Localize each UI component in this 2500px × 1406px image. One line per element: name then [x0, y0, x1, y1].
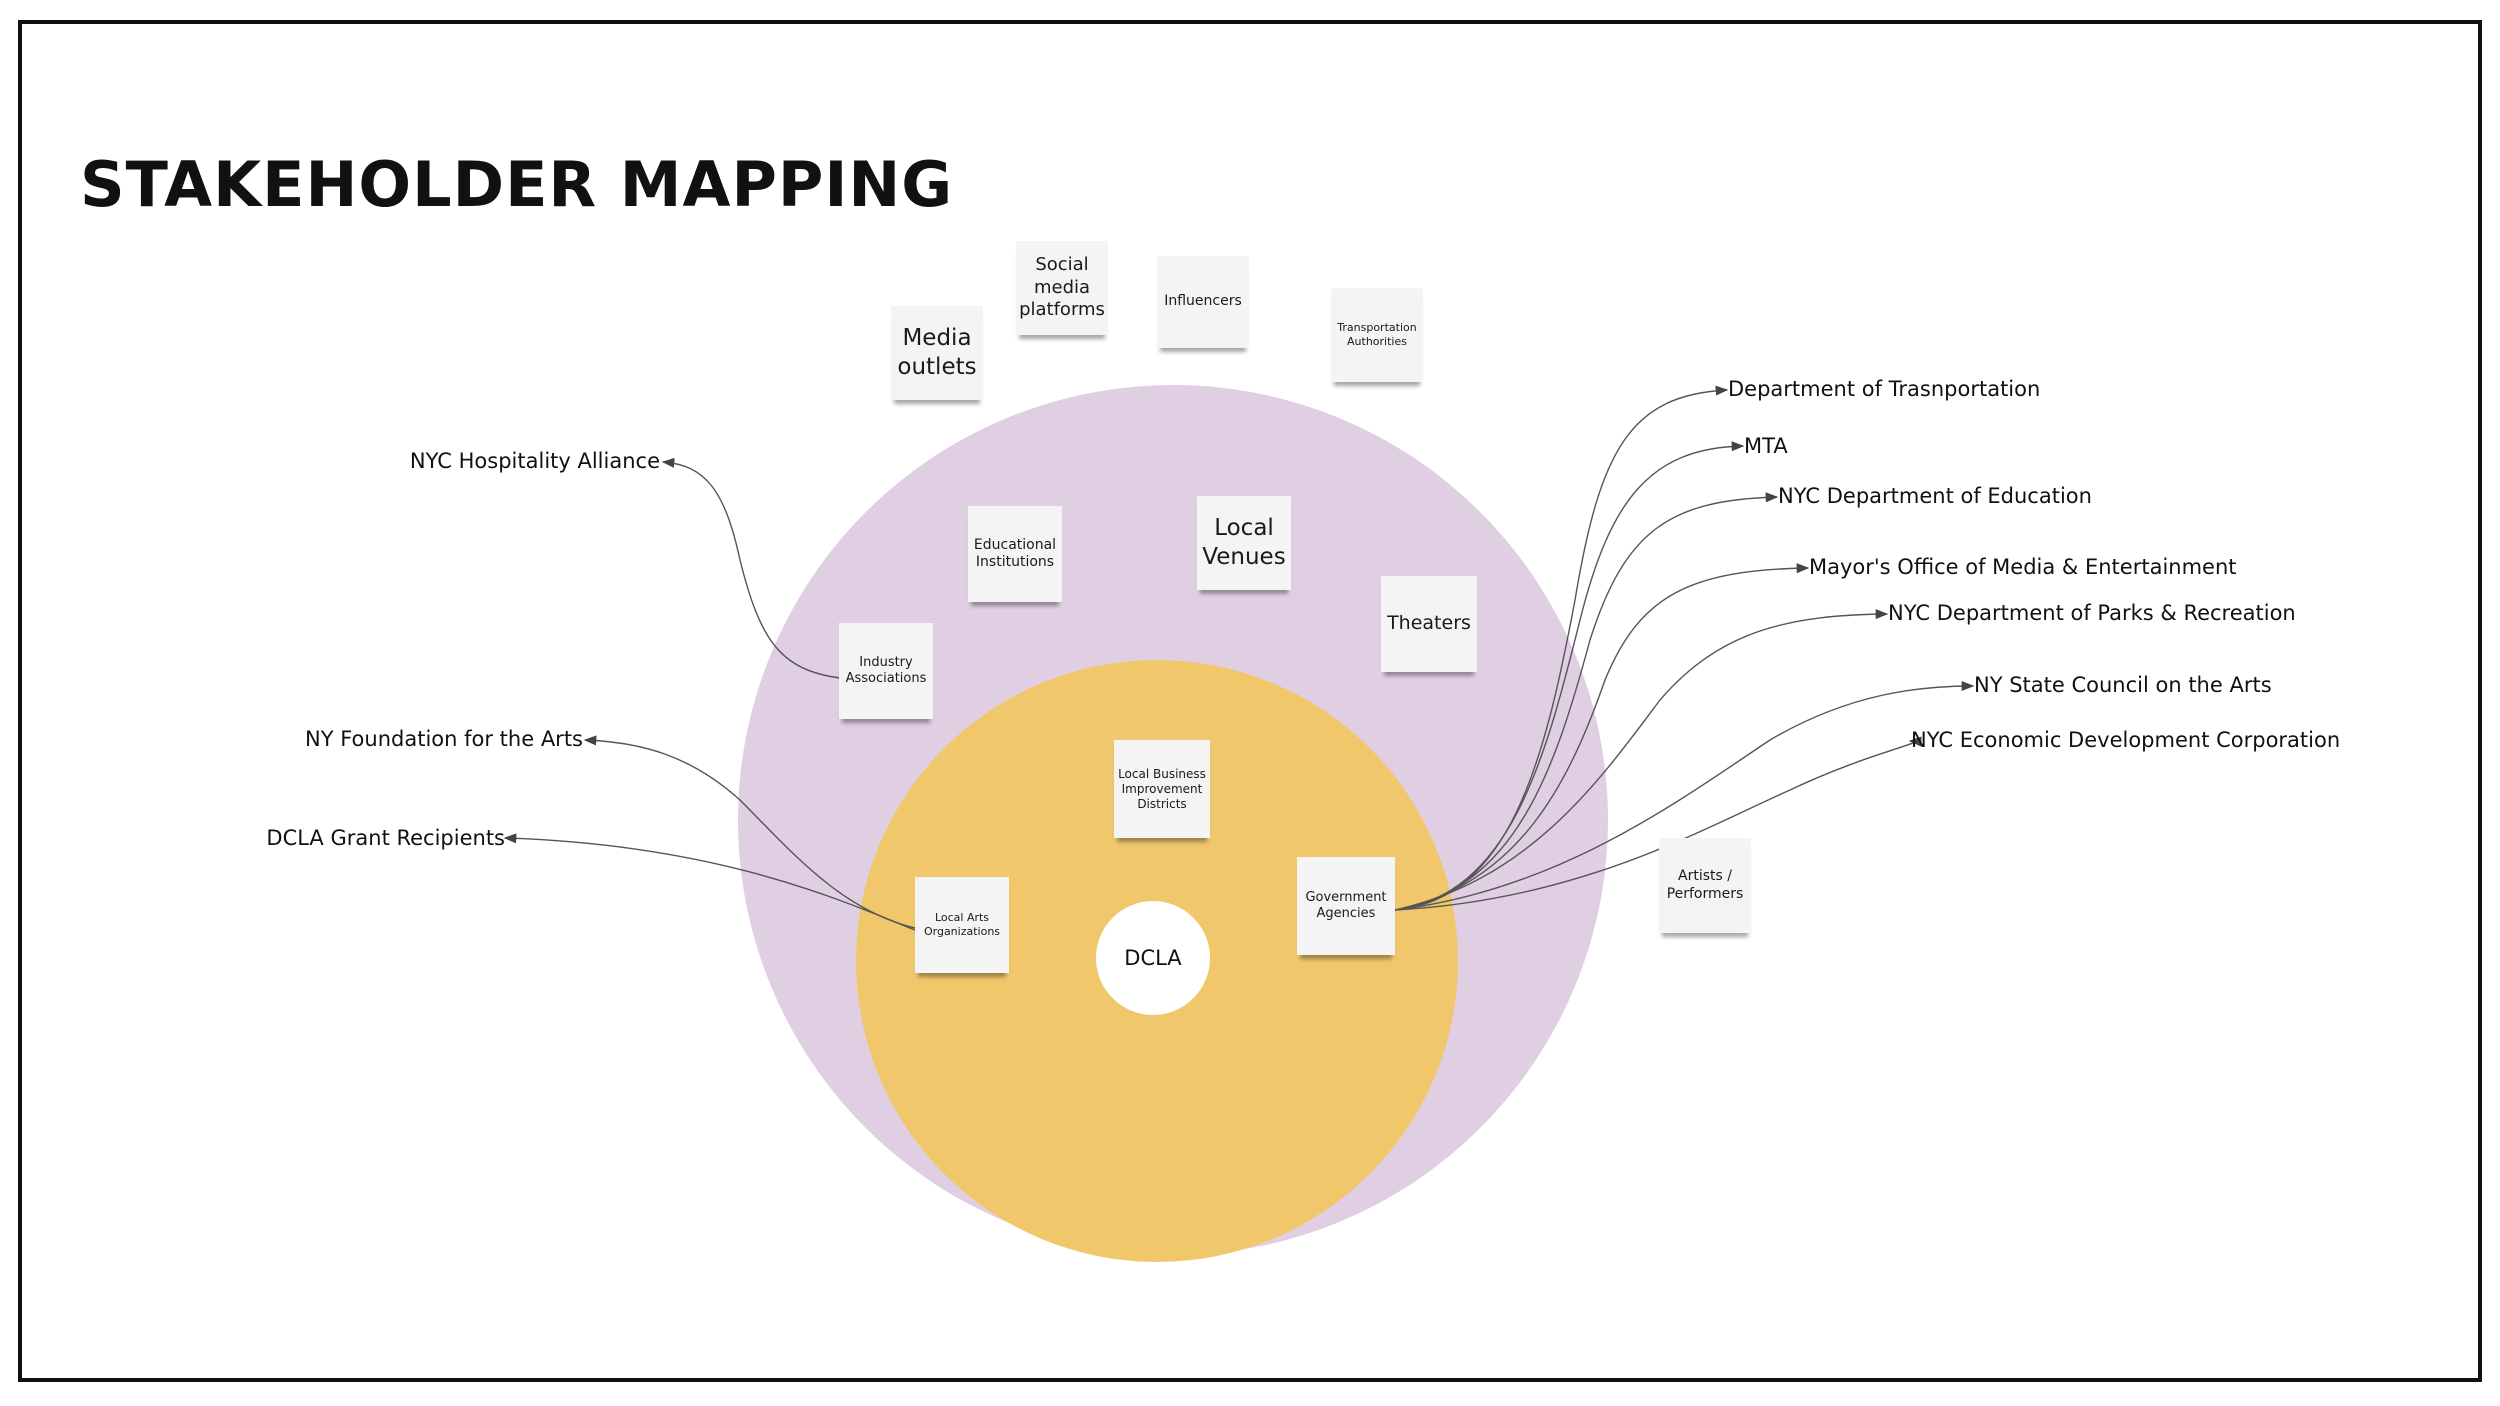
note-label: Local Business Improvement Districts — [1118, 766, 1206, 811]
ext-nyc-hospitality-alliance[interactable]: NYC Hospitality Alliance — [409, 449, 660, 473]
ext-dcla-grant-recipients[interactable]: DCLA Grant Recipients — [266, 826, 505, 850]
note-label: Educational Institutions — [973, 536, 1057, 571]
note-label: Theaters — [1387, 612, 1471, 635]
connector-nyc-parks — [1394, 609, 1889, 911]
note-educational-institutions[interactable]: Educational Institutions — [968, 506, 1062, 602]
note-label: Media outlets — [897, 325, 977, 380]
note-label: Industry Associations — [845, 654, 927, 686]
ext-nyc-department-of-education[interactable]: NYC Department of Education — [1778, 484, 2092, 508]
page-title: STAKEHOLDER MAPPING — [80, 148, 954, 221]
connector-nyc-edc — [1394, 736, 1922, 911]
note-label: Influencers — [1164, 293, 1242, 310]
note-label: Local Venues — [1202, 515, 1286, 570]
ext-nyc-parks-recreation[interactable]: NYC Department of Parks & Recreation — [1888, 601, 2296, 625]
note-label: Local Arts Organizations — [923, 911, 1001, 938]
connector-mta — [1394, 441, 1745, 911]
connector-nyc-department-of-education — [1394, 492, 1779, 911]
connector-ny-state-council — [1394, 680, 1975, 911]
ext-department-of-transportation[interactable]: Department of Trasnportation — [1728, 377, 2041, 401]
ext-nyc-economic-development-corporation[interactable]: NYC Economic Development Corporation — [1911, 728, 2341, 752]
connector-dcla-grant-recipients — [503, 833, 916, 931]
ext-mta[interactable]: MTA — [1744, 434, 1788, 458]
connector-department-of-transportation — [1394, 385, 1729, 911]
connectors — [503, 385, 1975, 931]
note-social-media-platforms[interactable]: Social media platforms — [1016, 241, 1108, 335]
note-industry-associations[interactable]: Industry Associations — [839, 623, 933, 719]
note-local-arts-organizations[interactable]: Local Arts Organizations — [915, 877, 1009, 973]
core-label: DCLA — [1124, 946, 1182, 970]
note-label: Transportation Authorities — [1337, 321, 1417, 348]
note-transportation-authorities[interactable]: Transportation Authorities — [1331, 288, 1423, 382]
note-influencers[interactable]: Influencers — [1157, 256, 1249, 348]
note-label: Artists / Performers — [1666, 868, 1744, 902]
note-media-outlets[interactable]: Media outlets — [891, 306, 983, 400]
note-artists-performers[interactable]: Artists / Performers — [1659, 838, 1751, 933]
note-label: Government Agencies — [1305, 889, 1387, 921]
ext-ny-state-council-arts[interactable]: NY State Council on the Arts — [1974, 673, 2272, 697]
connector-nyc-hospitality-alliance — [661, 457, 841, 679]
note-theaters[interactable]: Theaters — [1381, 576, 1477, 672]
note-government-agencies[interactable]: Government Agencies — [1297, 857, 1395, 955]
note-local-business-improvement-districts[interactable]: Local Business Improvement Districts — [1114, 740, 1210, 838]
note-label: Social media platforms — [1019, 254, 1105, 321]
core-dcla[interactable]: DCLA — [1096, 901, 1210, 1015]
ext-ny-foundation-for-the-arts[interactable]: NY Foundation for the Arts — [305, 727, 583, 751]
connector-mayors-office — [1394, 563, 1810, 911]
connector-ny-foundation-for-the-arts — [583, 735, 916, 929]
ext-mayors-office-media-entertainment[interactable]: Mayor's Office of Media & Entertainment — [1809, 555, 2237, 579]
note-local-venues[interactable]: Local Venues — [1197, 496, 1291, 590]
